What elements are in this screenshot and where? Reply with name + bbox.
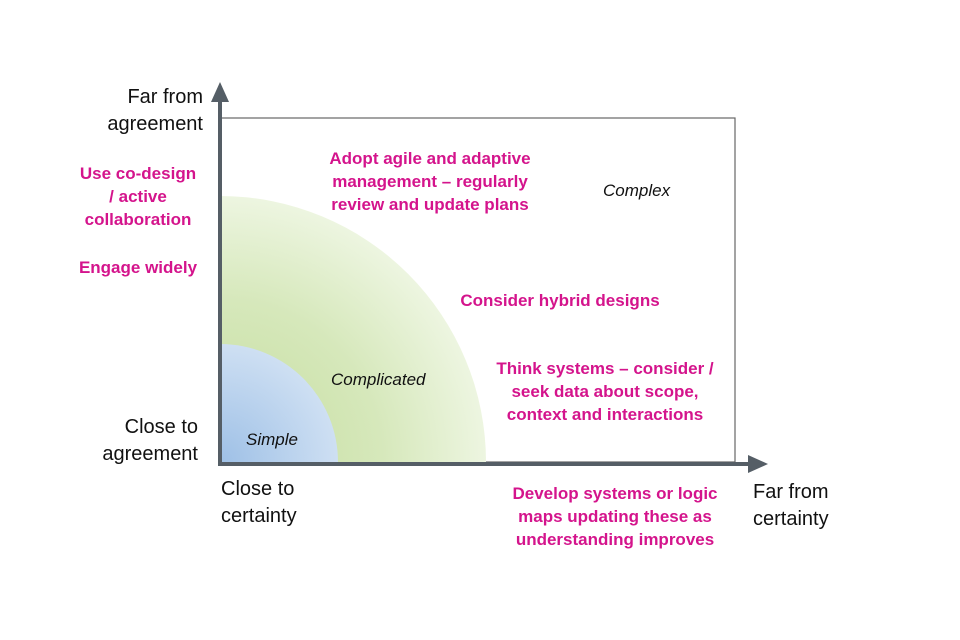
x-axis-left-line-1: Close to — [221, 478, 295, 500]
advice-hybrid-designs: Consider hybrid designs — [460, 291, 660, 310]
advice-co-design: Use co-design / active collaboration — [58, 162, 218, 231]
x-axis-left-label: Close to certainty — [221, 476, 297, 530]
simple-zone — [220, 344, 338, 462]
region-complex-label: Complex — [603, 181, 671, 200]
advice-systems-line-1: Think systems – consider / — [496, 359, 714, 378]
x-axis-right-line-2: certainty — [753, 508, 829, 530]
y-axis-top-label: Far from agreement — [98, 84, 203, 138]
advice-engage-widely: Engage widely — [78, 258, 198, 277]
advice-logic-maps: Develop systems or logic maps updating t… — [490, 482, 740, 551]
advice-logic-line-3: understanding improves — [515, 530, 715, 549]
y-axis-bottom-label: Close to agreement — [90, 414, 198, 468]
y-axis-arrowhead — [211, 82, 229, 102]
advice-co-design-line-2: / active — [109, 187, 167, 206]
y-axis-bottom-line-1: Close to — [124, 416, 198, 438]
advice-logic-line-2: maps updating these as — [518, 507, 712, 526]
advice-agile-line-2: management – regularly — [332, 172, 528, 191]
advice-systems-line-3: context and interactions — [506, 405, 704, 424]
advice-agile-line-1: Adopt agile and adaptive — [329, 149, 531, 168]
y-axis-top-line-1: Far from — [127, 86, 203, 108]
y-axis-top-line-2: agreement — [107, 113, 203, 135]
x-axis-arrowhead — [748, 455, 768, 473]
advice-systems-line-2: seek data about scope, — [511, 382, 699, 401]
advice-co-design-line-3: collaboration — [84, 210, 192, 229]
x-axis-left-line-2: certainty — [221, 505, 297, 527]
advice-agile-management: Adopt agile and adaptive management – re… — [300, 147, 560, 216]
advice-agile-line-3: review and update plans — [331, 195, 529, 214]
advice-logic-line-1: Develop systems or logic — [512, 484, 718, 503]
y-axis-bottom-line-2: agreement — [102, 443, 198, 465]
advice-think-systems: Think systems – consider / seek data abo… — [470, 357, 740, 426]
x-axis-right-line-1: Far from — [753, 481, 829, 503]
region-complicated-label: Complicated — [331, 370, 426, 389]
region-simple-label: Simple — [246, 430, 298, 449]
x-axis-right-label: Far from certainty — [753, 479, 829, 533]
advice-co-design-line-1: Use co-design — [79, 164, 197, 183]
